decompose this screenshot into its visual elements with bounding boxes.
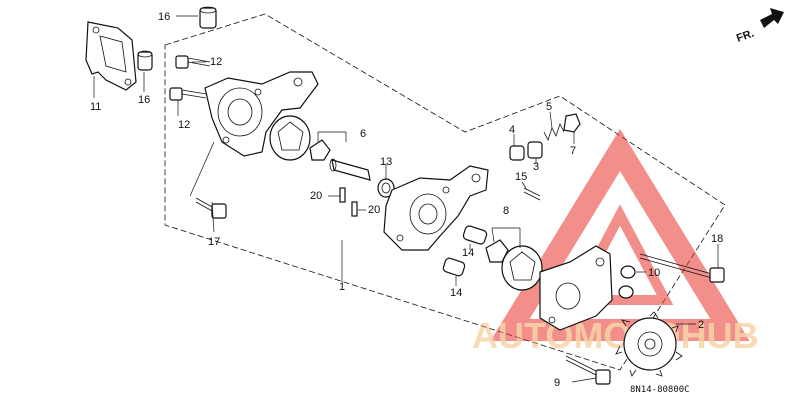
pump-body-part: [383, 165, 489, 251]
callout-7: 7: [570, 145, 576, 157]
bolt-18-part: [639, 253, 725, 283]
callout-15: 15: [515, 171, 527, 183]
bolt-12-upper: [175, 55, 211, 69]
sealing-bolt-part: [563, 113, 581, 133]
leader-lines: [93, 15, 719, 383]
front-direction-arrow: [760, 8, 784, 28]
callout-20-right: 20: [368, 204, 380, 216]
bolt-17-part: [195, 197, 227, 219]
assembly-boundary: [164, 13, 726, 371]
callout-13: 13: [380, 156, 392, 168]
gasket-plate-part: [85, 21, 137, 91]
dowel-sleeve-left: [137, 50, 153, 71]
sprocket-part: [615, 311, 683, 377]
callout-12-upper: 12: [210, 56, 222, 68]
shaft-part: [329, 158, 371, 181]
callout-14-lower: 14: [450, 287, 462, 299]
dowel-14-lower: [442, 257, 466, 277]
dowel-sleeve-top: [199, 6, 217, 29]
pump-housing-part: [204, 71, 319, 157]
relief-valve-cap-part: [509, 145, 525, 161]
diagram-code: 8N14-80800C: [630, 385, 690, 395]
callout-5: 5: [546, 101, 552, 113]
callout-4: 4: [509, 124, 515, 136]
relief-valve-spring-part: [543, 122, 565, 142]
callout-17: 17: [208, 236, 220, 248]
callout-12-lower: 12: [178, 119, 190, 131]
bolt-12-lower: [169, 87, 207, 101]
callout-8: 8: [503, 205, 509, 217]
relief-valve-piston-part: [527, 141, 543, 159]
callout-20-left: 20: [310, 190, 322, 202]
callout-10: 10: [648, 267, 660, 279]
callout-6: 6: [360, 128, 366, 140]
rotor-set-upper-part: [269, 115, 331, 161]
o-ring-part: [618, 265, 636, 299]
callout-9: 11: [90, 101, 101, 113]
callout-14-upper: 14: [462, 247, 474, 259]
callout-18: 18: [711, 233, 723, 245]
pin-15-part: [523, 187, 541, 201]
pump-cover-part: [539, 245, 613, 331]
callout-2: 2: [698, 319, 704, 331]
direction-label: FR.: [735, 27, 756, 44]
pin-20-a: [339, 187, 346, 203]
bolt-11-part: [565, 355, 611, 385]
watermark-logo: AUTOMOTOHUB: [472, 128, 759, 356]
callout-3: 3: [533, 161, 539, 173]
dowel-14-upper: [462, 225, 488, 245]
watermark-text: AUTOMOTOHUB: [472, 315, 759, 356]
rotor-set-lower-part: [485, 239, 543, 291]
callout-11: 9: [554, 377, 560, 389]
callout-16-left: 16: [138, 94, 150, 106]
callout-16-top: 16: [158, 11, 170, 23]
pin-20-b: [351, 201, 358, 217]
callout-1: 1: [339, 281, 345, 293]
